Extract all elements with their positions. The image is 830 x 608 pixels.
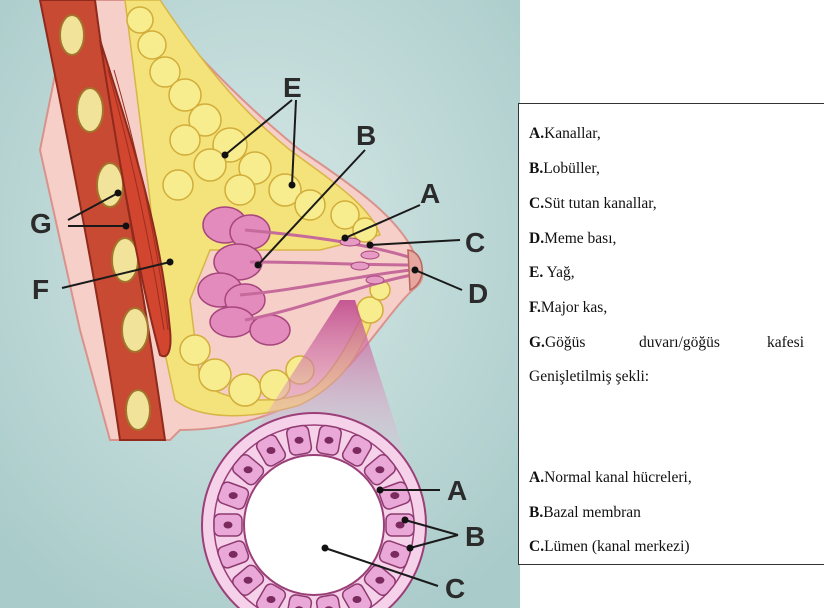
lumen bbox=[244, 455, 384, 595]
legend-box: A.Kanallar, B.Lobüller, C.Süt tutan kana… bbox=[518, 103, 824, 565]
cell-nucleus bbox=[375, 577, 384, 584]
cell-nucleus bbox=[353, 596, 362, 603]
cell-nucleus bbox=[324, 437, 333, 444]
legend-item-g: G.Göğüs duvarı/göğüs kafesi bbox=[529, 334, 819, 352]
cell-nucleus bbox=[390, 492, 399, 499]
cell-nucleus bbox=[229, 492, 238, 499]
cell-nucleus bbox=[244, 466, 253, 473]
legend-item-e: E. Yağ, bbox=[529, 264, 575, 282]
label-B: B bbox=[356, 120, 376, 151]
label-G: G bbox=[30, 208, 52, 239]
inset-label-B: B bbox=[465, 521, 485, 552]
inset-label-C: C bbox=[445, 573, 465, 604]
cell-nucleus bbox=[267, 447, 276, 454]
cell-nucleus bbox=[229, 551, 238, 558]
legend-inset-item-b: B.Bazal membran bbox=[529, 504, 641, 522]
cell-nucleus bbox=[375, 466, 384, 473]
legend-item-d: D.Meme bası, bbox=[529, 230, 616, 248]
legend-expanded-title: Genişletilmiş şekli: bbox=[529, 368, 649, 386]
label-F: F bbox=[32, 274, 49, 305]
label-A: A bbox=[420, 178, 440, 209]
legend-inset-item-a: A.Normal kanal hücreleri, bbox=[529, 469, 692, 487]
label-C: C bbox=[465, 227, 485, 258]
legend-item-b: B.Lobüller, bbox=[529, 160, 600, 178]
cell-nucleus bbox=[353, 447, 362, 454]
breast-anatomy-diagram: E B A C D G F A B C bbox=[0, 0, 520, 608]
legend-item-f: F.Major kas, bbox=[529, 299, 607, 317]
legend-item-c: C.Süt tutan kanallar, bbox=[529, 195, 657, 213]
inset-label-A: A bbox=[447, 475, 467, 506]
legend-inset-item-c: C.Lümen (kanal merkezi) bbox=[529, 538, 690, 556]
cell-nucleus bbox=[244, 577, 253, 584]
cell-nucleus bbox=[390, 551, 399, 558]
cell-nucleus bbox=[295, 437, 304, 444]
cell-nucleus bbox=[224, 522, 233, 529]
label-D: D bbox=[468, 278, 488, 309]
label-E: E bbox=[283, 72, 302, 103]
cell-nucleus bbox=[267, 596, 276, 603]
legend-item-a: A.Kanallar, bbox=[529, 125, 601, 143]
